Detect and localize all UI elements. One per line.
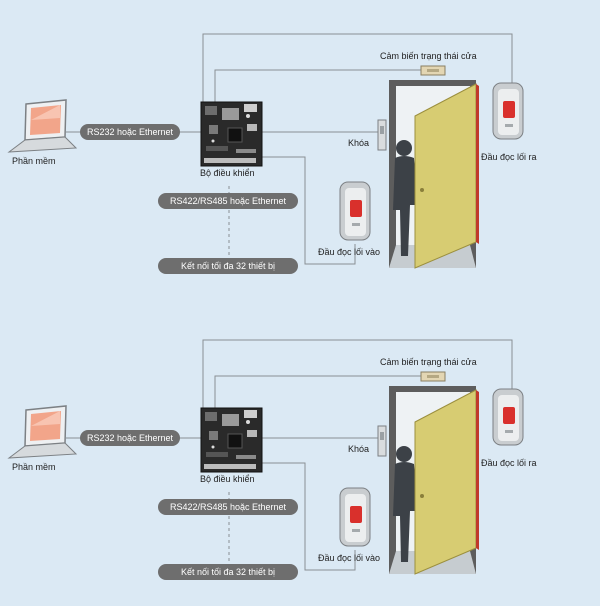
exit-reader-label: Đầu đọc lối ra — [481, 458, 537, 468]
door-sensor-icon — [420, 65, 446, 76]
entry-reader-wire — [262, 156, 356, 265]
card-reader-icon — [339, 487, 371, 547]
card-reader-icon — [492, 388, 524, 446]
door-sensor-wire — [214, 375, 422, 409]
door-sensor-label: Cảm biến trạng thái cửa — [380, 51, 477, 61]
max-devices-label: Kết nối tối đa 32 thiết bị — [158, 564, 298, 580]
bus-label: RS422/RS485 hoặc Ethernet — [158, 193, 298, 209]
software-label: Phần mềm — [12, 156, 56, 166]
max-devices-label: Kết nối tối đa 32 thiết bị — [158, 258, 298, 274]
lock-label: Khóa — [348, 444, 370, 454]
exit-reader-label: Đầu đọc lối ra — [481, 152, 537, 162]
door-sensor-wire — [214, 69, 422, 103]
pc-link-label: RS232 hoặc Ethernet — [80, 124, 180, 140]
person-icon — [393, 140, 418, 256]
diagram-1-graphics — [7, 33, 524, 269]
person-icon — [393, 446, 418, 562]
controller-board-icon — [200, 101, 263, 167]
controller-label: Bộ điều khiển — [200, 474, 255, 484]
lock-icon — [377, 425, 387, 457]
exit-reader-wire — [202, 33, 513, 103]
software-label: Phần mềm — [12, 462, 56, 472]
door-sensor-icon — [420, 371, 446, 382]
controller-label: Bộ điều khiển — [200, 168, 255, 178]
door-sensor-label: Cảm biến trạng thái cửa — [380, 357, 477, 367]
controller-board-icon — [200, 407, 263, 473]
exit-reader-wire — [202, 339, 513, 409]
door-icon — [414, 389, 479, 575]
entry-reader-label: Đầu đọc lối vào — [318, 247, 381, 257]
diagram-2-graphics — [7, 339, 524, 575]
laptop-icon — [7, 99, 78, 153]
door-icon — [414, 83, 479, 269]
pc-link-label: RS232 hoặc Ethernet — [80, 430, 180, 446]
entry-reader-label: Đầu đọc lối vào — [318, 553, 381, 563]
card-reader-icon — [339, 181, 371, 241]
lock-icon — [377, 119, 387, 151]
laptop-icon — [7, 405, 78, 459]
lock-label: Khóa — [348, 138, 370, 148]
bus-label: RS422/RS485 hoặc Ethernet — [158, 499, 298, 515]
card-reader-icon — [492, 82, 524, 140]
entry-reader-wire — [262, 462, 356, 571]
